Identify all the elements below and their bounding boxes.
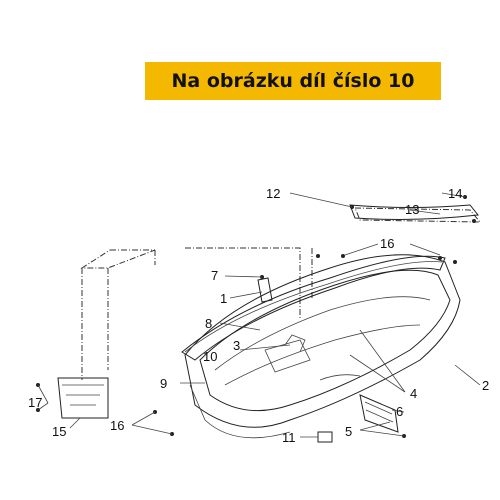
callout-2: 2 [482,378,489,393]
fasteners [153,254,457,438]
callout-11: 11 [282,430,296,445]
side-panel-right [359,394,399,433]
callout-6: 6 [396,404,403,419]
callout-3: 3 [233,338,240,353]
callout-13: 13 [405,202,419,217]
callout-8: 8 [205,316,212,331]
callout-16-bottom: 16 [110,418,124,433]
storage-lid [181,255,446,361]
callout-9: 9 [160,376,167,391]
callout-14: 14 [448,186,462,201]
reference-outline-top [354,207,482,223]
callout-10: 10 [203,349,217,364]
part-number-banner: Na obrázku díl číslo 10 [145,62,441,100]
callout-labels: 12 14 13 16 7 1 8 10 3 9 2 4 6 5 11 16 1… [28,186,489,445]
callout-17: 17 [28,395,42,410]
callout-1: 1 [220,291,227,306]
callout-7: 7 [211,268,218,283]
hinge-part [257,275,273,303]
callout-16-top: 16 [380,236,394,251]
reference-outline-left [80,249,156,380]
callout-4: 4 [410,386,417,401]
callout-15: 15 [52,424,66,439]
leader-lines [37,192,481,438]
callout-5: 5 [345,424,352,439]
side-bracket-left [36,377,109,419]
callout-12: 12 [266,186,280,201]
storage-box [184,254,461,439]
latch-part [317,431,333,443]
